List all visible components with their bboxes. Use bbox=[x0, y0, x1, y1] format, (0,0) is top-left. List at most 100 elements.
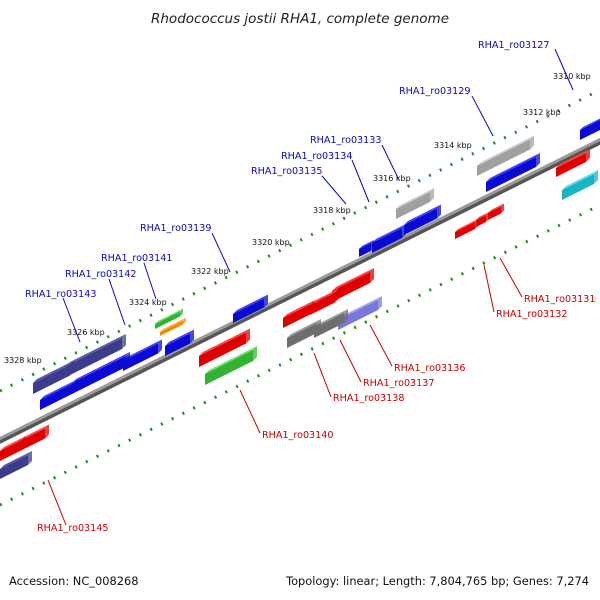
gene-block-03141c[interactable] bbox=[165, 329, 194, 357]
gene-label-ro03136[interactable]: RHA1_ro03136 bbox=[394, 363, 465, 374]
leader-ro03135 bbox=[321, 175, 347, 205]
gene-block-03142c-side bbox=[126, 352, 130, 367]
gene-block-03137b-front bbox=[310, 292, 335, 315]
leader-ro03133 bbox=[381, 144, 400, 181]
gene-label-ro03143[interactable]: RHA1_ro03143 bbox=[25, 289, 96, 300]
gene-block-03127[interactable] bbox=[580, 117, 600, 140]
gene-block-03145-top bbox=[0, 436, 26, 451]
gene-block-03145b[interactable] bbox=[0, 451, 32, 479]
leader-ro03127 bbox=[554, 48, 574, 91]
gene-block-03141-front bbox=[155, 311, 180, 329]
scale-label-3316: 3316 kbp bbox=[373, 174, 411, 183]
gene-block-03129-top bbox=[477, 135, 534, 166]
gene-label-ro03129[interactable]: RHA1_ro03129 bbox=[399, 86, 470, 97]
gene-block-03139[interactable] bbox=[233, 294, 268, 324]
gene-block-03145-side bbox=[22, 436, 26, 450]
gene-label-ro03137[interactable]: RHA1_ro03137 bbox=[363, 378, 434, 389]
gene-block-03133[interactable] bbox=[396, 188, 434, 219]
gene-block-03132b-front bbox=[455, 222, 475, 239]
gene-block-03138-top bbox=[287, 319, 321, 338]
gene-block-03142-front bbox=[123, 343, 158, 371]
gene-block-03136b[interactable] bbox=[332, 268, 374, 302]
gene-block-03141b-side bbox=[183, 317, 186, 325]
gene-label-ro03133[interactable]: RHA1_ro03133 bbox=[310, 135, 381, 146]
leader-ro03141 bbox=[143, 262, 157, 300]
gene-block-03138b-side bbox=[310, 300, 314, 315]
gene-block-03138[interactable] bbox=[287, 319, 321, 348]
accession-text: Accession: NC_008268 bbox=[9, 574, 138, 588]
gene-block-03142-side bbox=[158, 339, 162, 354]
gene-block-03136[interactable] bbox=[338, 296, 382, 330]
gene-label-ro03138[interactable]: RHA1_ro03138 bbox=[333, 393, 404, 404]
gene-block-03142b[interactable] bbox=[66, 334, 126, 377]
gene-block-03142-top bbox=[123, 339, 162, 361]
gene-block-03141b[interactable] bbox=[160, 317, 186, 337]
gene-block-03128-cyan[interactable] bbox=[562, 170, 598, 200]
gene-block-03140-top bbox=[199, 328, 250, 356]
gene-block-03135b[interactable] bbox=[359, 240, 374, 257]
gene-block-03131[interactable] bbox=[556, 149, 590, 177]
gene-block-03137b-top bbox=[310, 288, 339, 305]
gene-block-03139-front bbox=[233, 298, 264, 323]
gene-block-03136-front bbox=[338, 300, 378, 330]
gene-block-03140[interactable] bbox=[199, 328, 250, 368]
gene-block-03140b[interactable] bbox=[205, 346, 257, 385]
gene-block-03131b-front bbox=[488, 206, 501, 220]
gene-block-03138b[interactable] bbox=[283, 300, 314, 329]
gene-block-03145[interactable] bbox=[0, 436, 26, 461]
gene-block-03137[interactable] bbox=[314, 309, 348, 338]
gene-block-03130[interactable] bbox=[486, 153, 540, 192]
gene-block-03135[interactable] bbox=[372, 224, 406, 253]
gene-block-03142c[interactable] bbox=[72, 352, 130, 394]
gene-label-ro03132[interactable]: RHA1_ro03132 bbox=[496, 309, 567, 320]
gene-block-03143b-front bbox=[40, 383, 74, 410]
genome-axis-shadow bbox=[0, 138, 600, 444]
gene-block-03134[interactable] bbox=[404, 204, 441, 236]
gene-block-03141c-side bbox=[190, 329, 194, 344]
gene-block-03141[interactable] bbox=[155, 308, 183, 330]
gene-block-03144-top bbox=[20, 424, 49, 441]
gene-block-03143[interactable] bbox=[33, 360, 74, 395]
gene-block-03139-top bbox=[233, 294, 268, 314]
gene-block-03138b-top bbox=[283, 300, 314, 318]
gene-block-03128-cyan-side bbox=[594, 170, 598, 184]
gene-label-ro03142[interactable]: RHA1_ro03142 bbox=[65, 269, 136, 280]
gene-block-03128-cyan-front bbox=[562, 174, 594, 200]
gene-block-03142[interactable] bbox=[123, 339, 162, 372]
leader-ro03139 bbox=[211, 232, 231, 273]
gene-block-03129-side bbox=[530, 135, 534, 150]
gene-label-ro03145[interactable]: RHA1_ro03145 bbox=[37, 523, 108, 534]
gene-block-03138b-front bbox=[283, 304, 310, 328]
gene-block-03140-side bbox=[246, 328, 250, 344]
gene-block-03143b-top bbox=[40, 379, 78, 400]
gene-block-03132-top bbox=[476, 212, 489, 220]
gene-block-03136b-top bbox=[332, 268, 374, 291]
gene-label-ro03135[interactable]: RHA1_ro03135 bbox=[251, 166, 322, 177]
gene-label-ro03127[interactable]: RHA1_ro03127 bbox=[478, 40, 549, 51]
gene-label-ro03141[interactable]: RHA1_ro03141 bbox=[101, 253, 172, 264]
gene-block-03144-front bbox=[20, 428, 45, 451]
gene-block-03132[interactable] bbox=[476, 212, 489, 227]
gene-block-03138-front bbox=[287, 323, 317, 348]
scale-label-3314: 3314 kbp bbox=[434, 141, 472, 150]
gene-label-ro03140[interactable]: RHA1_ro03140 bbox=[262, 430, 333, 441]
gene-block-03137b[interactable] bbox=[310, 288, 339, 316]
gene-block-03144[interactable] bbox=[20, 424, 49, 452]
gene-block-03143-top bbox=[33, 360, 74, 383]
gene-block-03143b[interactable] bbox=[40, 379, 78, 410]
gene-block-03143b-side bbox=[74, 379, 78, 393]
gene-block-03131b[interactable] bbox=[488, 203, 504, 221]
gene-label-ro03134[interactable]: RHA1_ro03134 bbox=[281, 151, 352, 162]
leader-ro03129 bbox=[471, 95, 494, 137]
gene-block-03136b-side bbox=[370, 268, 374, 283]
gene-block-03145b-side bbox=[28, 451, 32, 465]
gene-label-ro03139[interactable]: RHA1_ro03139 bbox=[140, 223, 211, 234]
leader-ro03138 bbox=[313, 352, 332, 398]
gene-block-03129[interactable] bbox=[477, 135, 534, 177]
gene-label-ro03131[interactable]: RHA1_ro03131 bbox=[524, 294, 595, 305]
gene-block-03132b[interactable] bbox=[455, 219, 478, 239]
forward-scale-track bbox=[0, 88, 600, 393]
leader-ro03140 bbox=[239, 389, 261, 434]
gene-block-03135-side bbox=[402, 224, 406, 238]
gene-block-03135b-side bbox=[371, 240, 374, 251]
